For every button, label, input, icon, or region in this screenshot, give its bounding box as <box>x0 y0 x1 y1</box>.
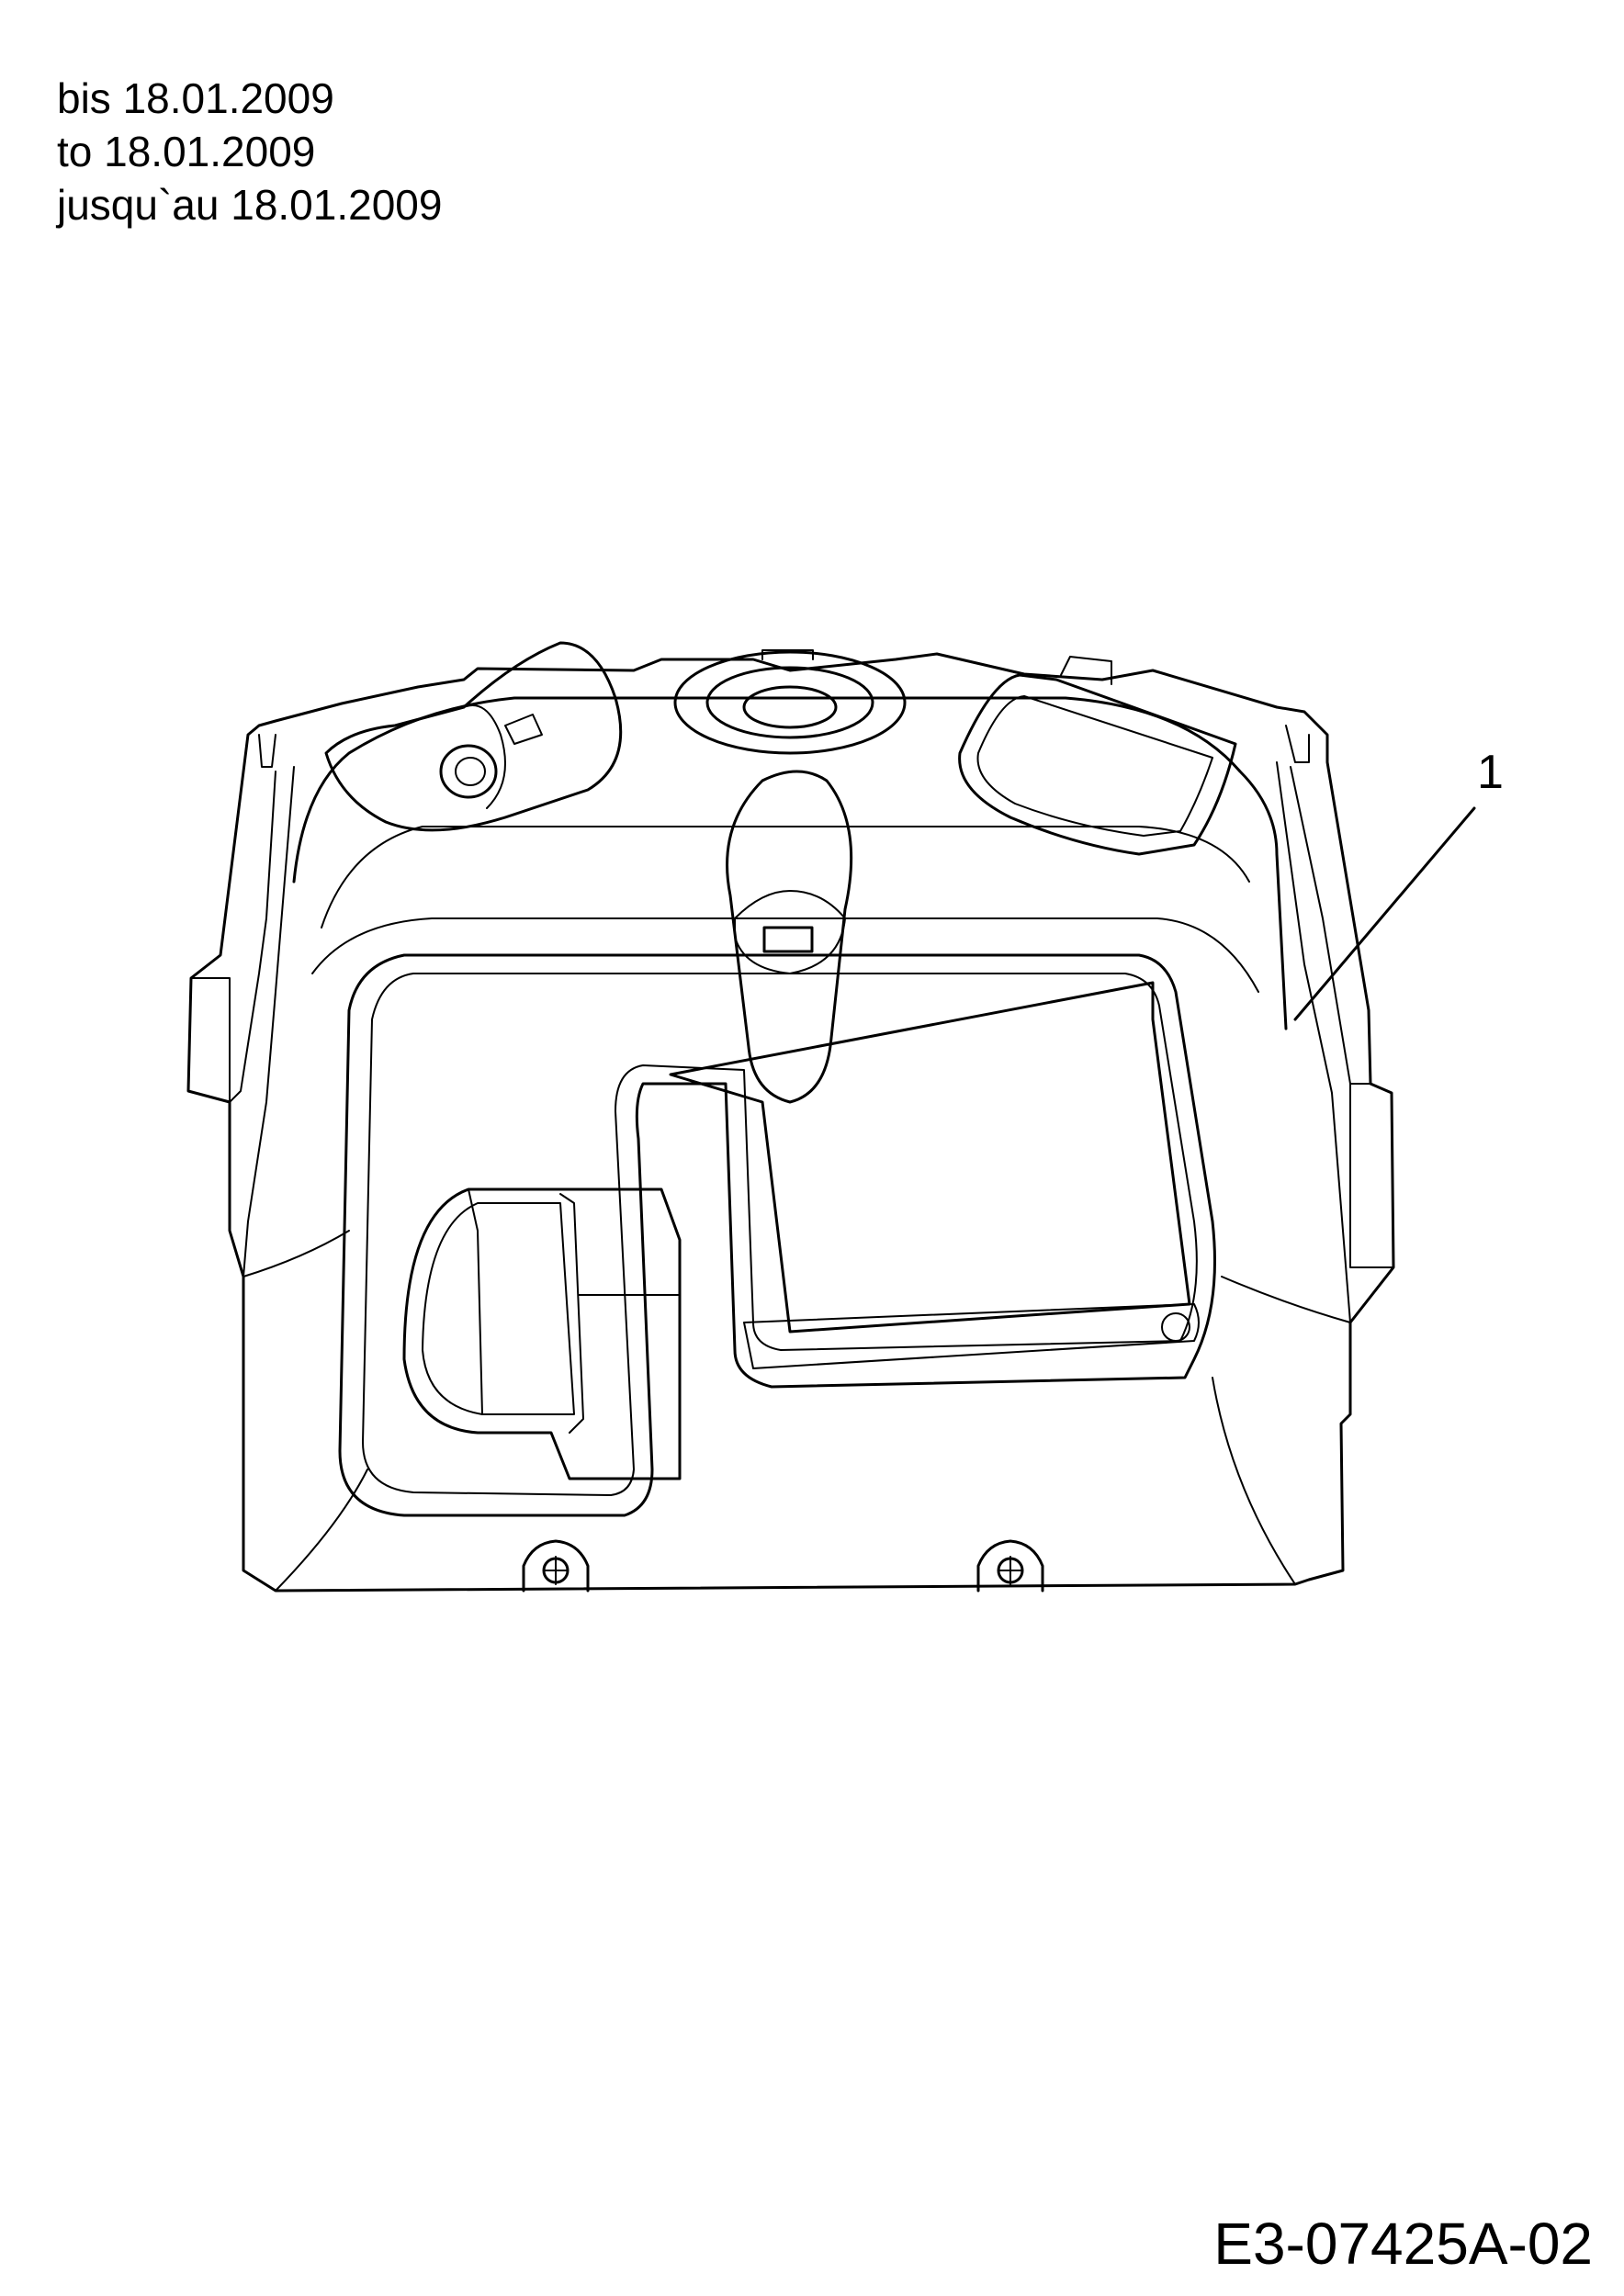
top-dome <box>292 696 1288 1030</box>
center-ridge <box>726 770 853 1104</box>
validity-note: bis 18.01.2009 to 18.01.2009 jusqu`au 18… <box>57 72 442 231</box>
right-flange-edge <box>1349 1083 1394 1268</box>
top-dome-inner <box>321 826 1250 929</box>
vent-tab <box>1060 656 1112 685</box>
filler-neck-collar <box>463 704 506 809</box>
tank-rim-right <box>1285 725 1310 763</box>
document-code: E3-07425A-02 <box>1213 2211 1593 2277</box>
front-panel-inner <box>362 973 1198 1496</box>
center-cap-outer <box>673 650 907 755</box>
vent-window <box>958 673 1237 856</box>
vent-window-inner <box>976 695 1213 837</box>
lower-bulge-right <box>1221 1276 1351 1323</box>
filler-hole-inner <box>455 757 486 786</box>
validity-english: to 18.01.2009 <box>57 128 316 175</box>
center-ridge-collar <box>734 890 846 974</box>
lower-edge-right <box>1212 1377 1296 1585</box>
filler-tab <box>504 714 543 745</box>
left-flange-edge <box>190 977 231 1103</box>
right-flange-inner <box>1276 761 1351 1323</box>
mount-tab-left <box>522 1539 590 1593</box>
mount-screw-right-cross <box>998 1556 1023 1585</box>
recess-boss <box>1161 1312 1190 1342</box>
top-dome-ridge <box>311 917 1259 993</box>
mount-tab-right <box>976 1539 1044 1593</box>
center-cap-mid <box>705 666 874 739</box>
center-cap-tab <box>761 649 814 660</box>
validity-german: bis 18.01.2009 <box>57 74 334 122</box>
lower-bulge-left <box>242 1230 350 1277</box>
outlet-opening <box>402 1187 682 1480</box>
center-ridge-slot <box>762 926 814 953</box>
outlet-divider <box>559 1193 584 1434</box>
front-panel <box>338 953 1216 1517</box>
validity-french: jusqu`au 18.01.2009 <box>57 181 443 229</box>
left-flange-inner <box>242 766 295 1277</box>
right-flange <box>1290 766 1371 1085</box>
filler-hole <box>439 744 498 799</box>
left-flange <box>229 771 276 1103</box>
callout-number-1: 1 <box>1477 746 1504 799</box>
outlet-edge <box>468 1188 483 1415</box>
lower-edge-left <box>275 1469 368 1592</box>
center-cap-inner <box>742 685 838 729</box>
tank-outline <box>186 652 1395 1593</box>
callout-leader-1 <box>1293 806 1476 1021</box>
mount-screw-left-cross <box>543 1556 569 1585</box>
outlet-opening-inner <box>422 1202 575 1415</box>
tank-rim-left <box>258 734 276 768</box>
inner-recess-bottom <box>743 1303 1200 1369</box>
